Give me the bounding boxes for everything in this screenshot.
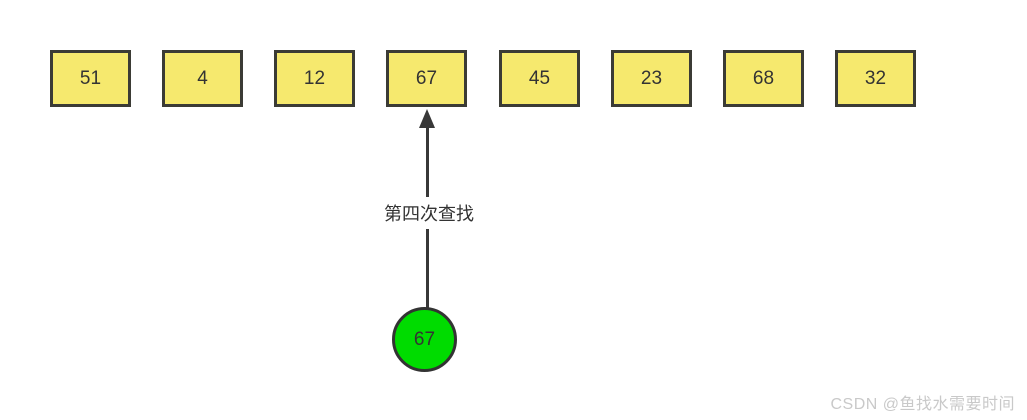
array-box-value: 67 bbox=[415, 67, 438, 89]
up-arrow-head-icon bbox=[419, 109, 435, 128]
array-box-0: 51 bbox=[50, 50, 131, 107]
array-box-3: 67 bbox=[386, 50, 467, 107]
array-box-value: 23 bbox=[640, 67, 663, 89]
array-box-value: 68 bbox=[752, 67, 775, 89]
array-box-5: 23 bbox=[611, 50, 692, 107]
watermark: CSDN @鱼找水需要时间 bbox=[830, 396, 1015, 413]
array-box-value: 12 bbox=[303, 67, 326, 89]
array-box-2: 12 bbox=[274, 50, 355, 107]
array-box-1: 4 bbox=[162, 50, 243, 107]
array-box-4: 45 bbox=[499, 50, 580, 107]
array-box-value: 45 bbox=[528, 67, 551, 89]
array-box-value: 51 bbox=[79, 67, 102, 89]
search-target-node: 67 bbox=[392, 307, 457, 372]
array-box-value: 32 bbox=[864, 67, 887, 89]
search-step-label: 第四次查找 bbox=[380, 197, 478, 229]
array-box-6: 68 bbox=[723, 50, 804, 107]
array-box-7: 32 bbox=[835, 50, 916, 107]
array-box-value: 4 bbox=[197, 67, 208, 89]
search-target-value: 67 bbox=[413, 328, 436, 350]
